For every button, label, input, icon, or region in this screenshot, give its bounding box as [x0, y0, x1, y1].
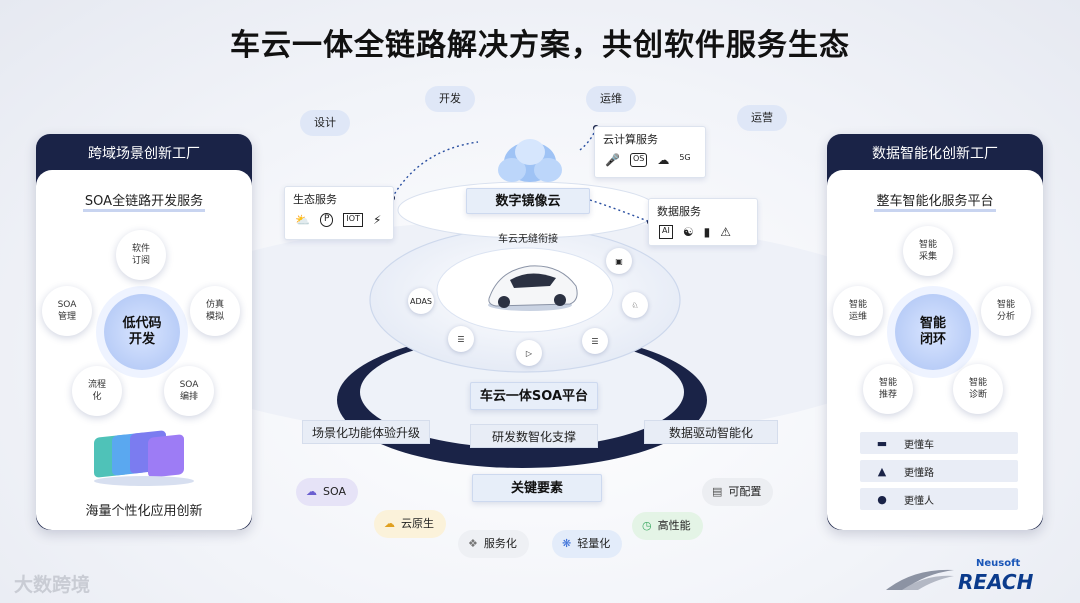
node-simulation: 仿真 模拟: [190, 286, 240, 336]
feature-know-road: ▲ 更懂路: [860, 460, 1018, 482]
ai-icon: AI: [659, 225, 673, 239]
smart-loop-center: 智能 闭环: [895, 294, 971, 370]
cloud-native-icon: ☁: [384, 517, 395, 530]
brand-neusoft: Neusoft: [976, 558, 1021, 569]
node-smart-diagnose: 智能 诊断: [953, 364, 1003, 414]
left-panel: 跨域场景创新工厂 SOA全链路开发服务 低代码 开发 软件 订阅 仿真 模拟 S…: [36, 134, 252, 530]
node-smart-recommend: 智能 推荐: [863, 364, 913, 414]
cloud-compute-title: 云计算服务: [603, 133, 658, 146]
node-soa-management: SOA 管理: [42, 286, 92, 336]
element-service: ❖ 服务化: [458, 530, 529, 558]
warning-icon: ⚠: [720, 225, 731, 239]
node-process: 流程 化: [72, 366, 122, 416]
stage-run: 运营: [737, 105, 787, 131]
battery-icon: ▮: [703, 225, 711, 239]
os-icon: OS: [629, 153, 648, 167]
weather-icon: ⛅: [295, 213, 310, 227]
person-icon: ●: [877, 492, 887, 506]
eco-service-card: 生态服务 ⛅ P IOT ⚡: [284, 186, 394, 240]
car-icon: [488, 265, 578, 311]
element-high-performance: ◷ 高性能: [632, 512, 703, 540]
feature-know-person: ● 更懂人: [860, 488, 1018, 510]
stage-design: 设计: [300, 110, 350, 136]
lightweight-icon: ❋: [562, 537, 572, 550]
element-soa: ☁ SOA: [296, 478, 358, 506]
left-panel-header: 跨域场景创新工厂: [88, 146, 200, 162]
right-panel: 数据智能化创新工厂 整车智能化服务平台 智能 闭环 智能 采集 智能 分析 智能…: [827, 134, 1043, 530]
mic-icon: 🎤: [605, 153, 620, 167]
element-lightweight: ❋ 轻量化: [552, 530, 623, 558]
brand-reach: REACH: [958, 570, 1034, 594]
soa-cloud-icon: ☁: [306, 485, 317, 498]
scenario-upgrade-label: 场景化功能体验升级: [302, 420, 430, 444]
charge-icon: ▷: [516, 340, 542, 366]
left-panel-footer: 海量个性化应用创新: [85, 504, 203, 519]
car-cloud-link-label: 车云无缝衔接: [498, 234, 558, 245]
eco-service-title: 生态服务: [293, 193, 337, 206]
key-elements-label: 关键要素: [472, 474, 602, 502]
feature-know-car: ▬ 更懂车: [860, 432, 1018, 454]
left-panel-subtitle: SOA全链路开发服务: [82, 194, 206, 212]
page-title: 车云一体全链路解决方案，共创软件服务生态: [230, 28, 850, 63]
cloud-compute-card: 云计算服务 🎤 OS ☁ 5G: [594, 126, 706, 178]
rd-support-label: 研发数智化支撑: [470, 424, 598, 448]
node-smart-analyze: 智能 分析: [981, 286, 1031, 336]
iot-icon: IOT: [343, 213, 363, 227]
right-panel-header: 数据智能化创新工厂: [872, 146, 998, 162]
service-icon: ❖: [468, 537, 478, 550]
data-driven-label: 数据驱动智能化: [644, 420, 778, 444]
node-software-subscription: 软件 订阅: [116, 230, 166, 280]
right-panel-body: 整车智能化服务平台 智能 闭环 智能 采集 智能 分析 智能 诊断 智能 推荐 …: [827, 170, 1043, 530]
element-cloud-native: ☁ 云原生: [374, 510, 446, 538]
element-configurable: ▤ 可配置: [702, 478, 774, 506]
app-cards-illustration: [94, 430, 194, 492]
node-smart-ops: 智能 运维: [833, 286, 883, 336]
parking-icon: P: [319, 213, 334, 227]
watermark: 大数跨境: [14, 574, 91, 596]
node-smart-collect: 智能 采集: [903, 226, 953, 276]
headlight-icon: ☰: [582, 328, 608, 354]
cloud-rain-icon: ☁: [657, 153, 670, 167]
cloud-icon: [498, 139, 562, 182]
adas-icon: ADAS: [408, 288, 434, 314]
stage-operate: 运维: [586, 86, 636, 112]
data-service-card: 数据服务 AI ☯ ▮ ⚠: [648, 198, 758, 246]
digital-mirror-cloud-label: 数字镜像云: [466, 188, 590, 214]
config-icon: ▤: [712, 485, 723, 498]
low-code-center: 低代码 开发: [104, 294, 180, 370]
data-service-title: 数据服务: [657, 205, 701, 218]
lane-icon: ☰: [448, 326, 474, 352]
performance-icon: ◷: [642, 519, 652, 532]
seat-icon: ♘: [622, 292, 648, 318]
soa-platform-label: 车云一体SOA平台: [470, 382, 598, 410]
stage-develop: 开发: [425, 86, 475, 112]
brand-swoosh-icon: [886, 569, 954, 590]
connector-data: [589, 199, 651, 223]
left-panel-body: SOA全链路开发服务 低代码 开发 软件 订阅 仿真 模拟 SOA 编排 流程 …: [36, 170, 252, 530]
5g-icon: 5G: [679, 153, 691, 162]
road-icon: ▲: [877, 464, 887, 478]
right-panel-subtitle: 整车智能化服务平台: [874, 194, 996, 212]
user-settings-icon: ☯: [682, 225, 694, 239]
charger-icon: ⚡: [372, 213, 382, 227]
connector-eco: [391, 141, 479, 199]
car-small-icon: ▬: [876, 436, 888, 450]
car-front-icon: ▣: [606, 248, 632, 274]
node-soa-orchestration: SOA 编排: [164, 366, 214, 416]
